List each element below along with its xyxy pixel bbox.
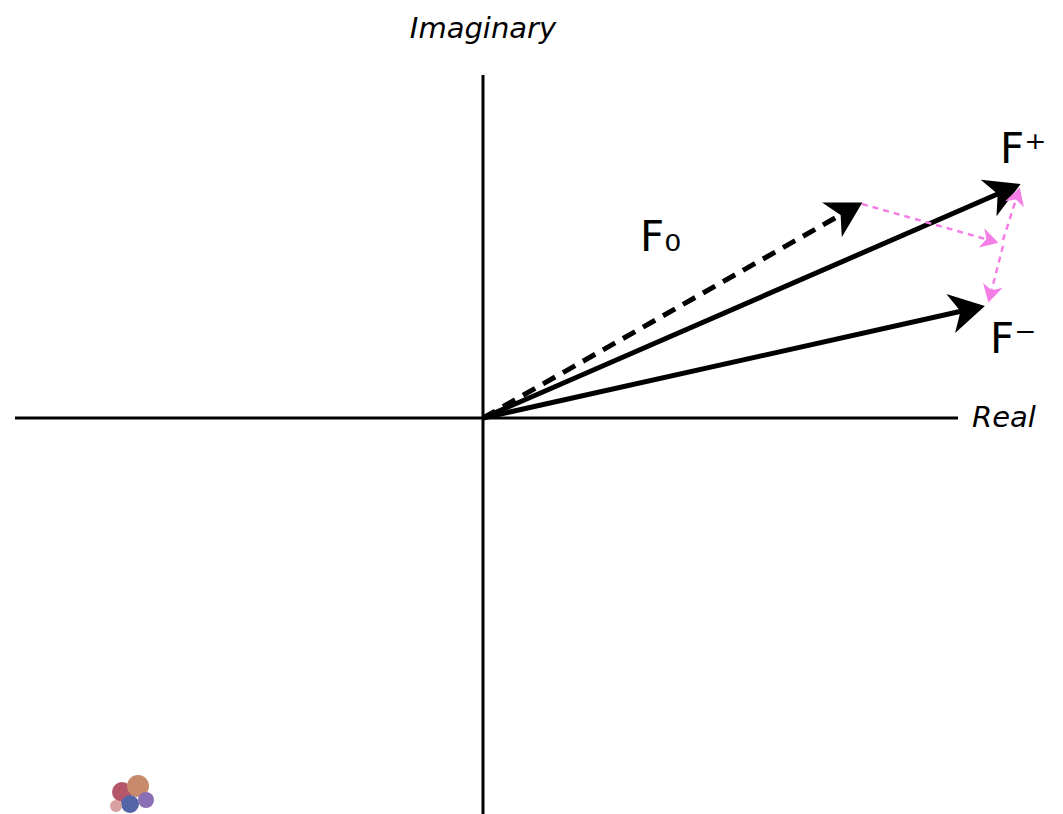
f0-vector [483,205,858,418]
fminus-vector [483,307,980,418]
fplus-vector [483,186,1016,418]
anomalous-component [1003,190,1019,240]
protein-icon [110,775,154,813]
vector-label: F⁻ [990,318,1036,360]
axis-label: Imaginary [410,14,556,43]
anomalous-component [862,204,996,242]
axis-label: Real [972,403,1036,432]
anomalous-component [989,246,1003,300]
vector-label: F₀ [640,216,681,258]
vector-label: F⁺ [1000,128,1046,170]
imaginary-axis [482,75,485,814]
